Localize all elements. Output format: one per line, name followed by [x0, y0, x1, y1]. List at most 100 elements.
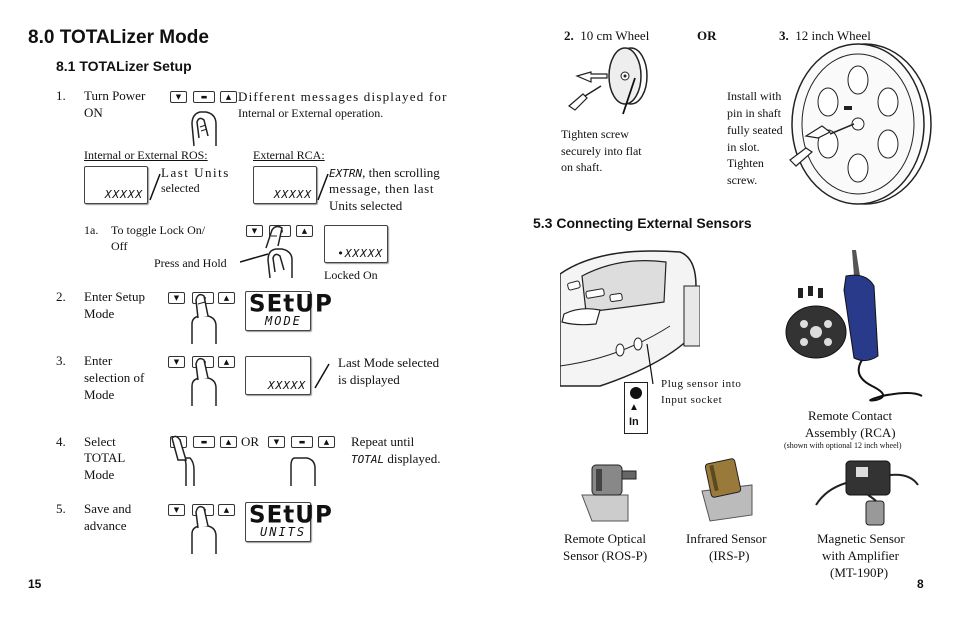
step-description: TOTAL displayed. — [351, 451, 441, 466]
finger-press-icon — [171, 435, 195, 486]
wheel-icon — [568, 47, 648, 115]
step-number: 3. — [56, 353, 66, 368]
rca-label: Assembly (RCA) — [805, 425, 896, 440]
button-up-icon: ▲ — [296, 225, 313, 237]
in-label: In — [629, 416, 639, 428]
button-down-icon: ▼ — [170, 91, 187, 103]
extrn-text: EXTRN — [329, 167, 363, 180]
wheel-option-2: 2. 10 cm Wheel — [564, 28, 650, 43]
internal-description: selected — [161, 181, 200, 195]
button-up-icon: ▲ — [318, 436, 335, 448]
internal-description: Last Units — [161, 165, 230, 180]
triangle-icon: ▲ — [629, 402, 639, 413]
finger-press-icon — [191, 111, 217, 147]
lcd-display: XXXXX — [253, 166, 317, 204]
mt-label: (MT-190P) — [830, 565, 889, 580]
lcd-display: SEtUP MODE — [245, 290, 332, 331]
step-label: Turn Power — [84, 88, 146, 103]
sensor-icon — [581, 464, 637, 522]
plug-text: Input socket — [661, 394, 723, 406]
step-number: 2. — [56, 289, 66, 304]
lcd-value: XXXXX — [104, 188, 143, 201]
external-description: Units selected — [329, 198, 403, 213]
mt-label: with Amplifier — [822, 548, 899, 563]
plug-text: Plug sensor into — [661, 378, 742, 390]
button-down-icon: ▼ — [168, 292, 185, 304]
install-text: screw. — [727, 173, 758, 187]
step-label: advance — [84, 518, 127, 533]
external-description: EXTRN, then scrolling — [329, 165, 440, 180]
lcd-units-text: UNITS — [260, 525, 307, 539]
sensor-icon — [785, 250, 923, 402]
tighten-text: on shaft. — [561, 160, 603, 174]
button-mode-icon: ▬ — [193, 436, 215, 448]
step-description: Repeat until — [351, 434, 415, 449]
tachometer-icon — [560, 250, 700, 387]
step-description: Internal or External operation. — [238, 106, 384, 120]
step-label: selection of — [84, 370, 145, 385]
finger-press-icon — [191, 505, 217, 554]
button-down-icon: ▼ — [168, 504, 185, 516]
step-label: Enter Setup — [84, 289, 146, 304]
or-label: OR — [241, 434, 260, 449]
pointer-line — [314, 363, 330, 389]
rca-label: Remote Contact — [808, 408, 893, 423]
button-up-icon: ▲ — [218, 356, 235, 368]
locked-on-label: Locked On — [324, 268, 378, 282]
install-text: Install with — [727, 89, 782, 103]
lcd-value: XXXXX — [273, 188, 312, 201]
lcd-display: •XXXXX — [324, 225, 388, 263]
button-mode-icon: ▬ — [291, 436, 313, 448]
lcd-setup-text: SEtUP — [249, 290, 333, 318]
lcd-mode-text: MODE — [265, 314, 302, 328]
lcd-display: XXXXX — [245, 356, 311, 395]
wheel-icon — [789, 43, 932, 205]
press-hold-label: Press and Hold — [154, 256, 227, 270]
external-description: message, then last — [329, 181, 435, 196]
step-description: Different messages displayed for — [238, 89, 448, 104]
button-down-icon: ▼ — [246, 225, 263, 237]
ros-label: Sensor (ROS-P) — [563, 548, 648, 563]
install-text: fully seated — [727, 123, 783, 137]
install-text: in slot. — [727, 140, 760, 154]
total-text: TOTAL — [351, 453, 385, 466]
finger-press-icon — [191, 293, 217, 344]
irs-label: (IRS-P) — [709, 548, 750, 563]
button-mode-icon: ▬ — [193, 91, 215, 103]
finger-press-icon — [267, 248, 293, 279]
step-number: 5. — [56, 501, 66, 516]
step-description: is displayed — [338, 372, 400, 387]
pointer-line — [317, 173, 329, 201]
step-label: Enter — [84, 353, 113, 368]
finger-press-icon — [191, 357, 217, 406]
lcd-display: XXXXX — [84, 166, 148, 204]
step-label: Mode — [84, 467, 115, 482]
or-label: OR — [697, 28, 717, 43]
page-title: 8.0 TOTALizer Mode — [28, 27, 209, 48]
button-up-icon: ▲ — [220, 91, 237, 103]
step-label: Mode — [84, 306, 115, 321]
step-label: ON — [84, 105, 103, 120]
mt-label: Magnetic Sensor — [817, 531, 905, 546]
step-description: Last Mode selected — [338, 355, 440, 370]
pointer-line — [149, 173, 161, 201]
lcd-value: •XXXXX — [337, 247, 383, 260]
step-label: Off — [111, 239, 128, 253]
tighten-text: Tighten screw — [561, 127, 629, 141]
socket-jack-icon — [630, 387, 642, 399]
install-text: pin in shaft — [727, 106, 781, 120]
irs-label: Infrared Sensor — [686, 531, 767, 546]
tighten-text: securely into flat — [561, 144, 642, 158]
button-down-icon: ▼ — [268, 436, 285, 448]
lcd-display: SEtUP UNITS — [245, 501, 332, 542]
step-label: To toggle Lock On/ — [111, 223, 206, 237]
sensor-icon — [815, 460, 919, 526]
step-number: 4. — [56, 434, 66, 449]
page-number: 15 — [28, 577, 42, 591]
wheel-option-3: 3. 12 inch Wheel — [779, 28, 871, 43]
lcd-setup-text: SEtUP — [249, 501, 333, 529]
input-socket-icon: ▲ In — [624, 382, 648, 434]
button-down-icon: ▼ — [168, 356, 185, 368]
button-up-icon: ▲ — [220, 436, 237, 448]
internal-label: Internal or External ROS: — [84, 148, 208, 162]
